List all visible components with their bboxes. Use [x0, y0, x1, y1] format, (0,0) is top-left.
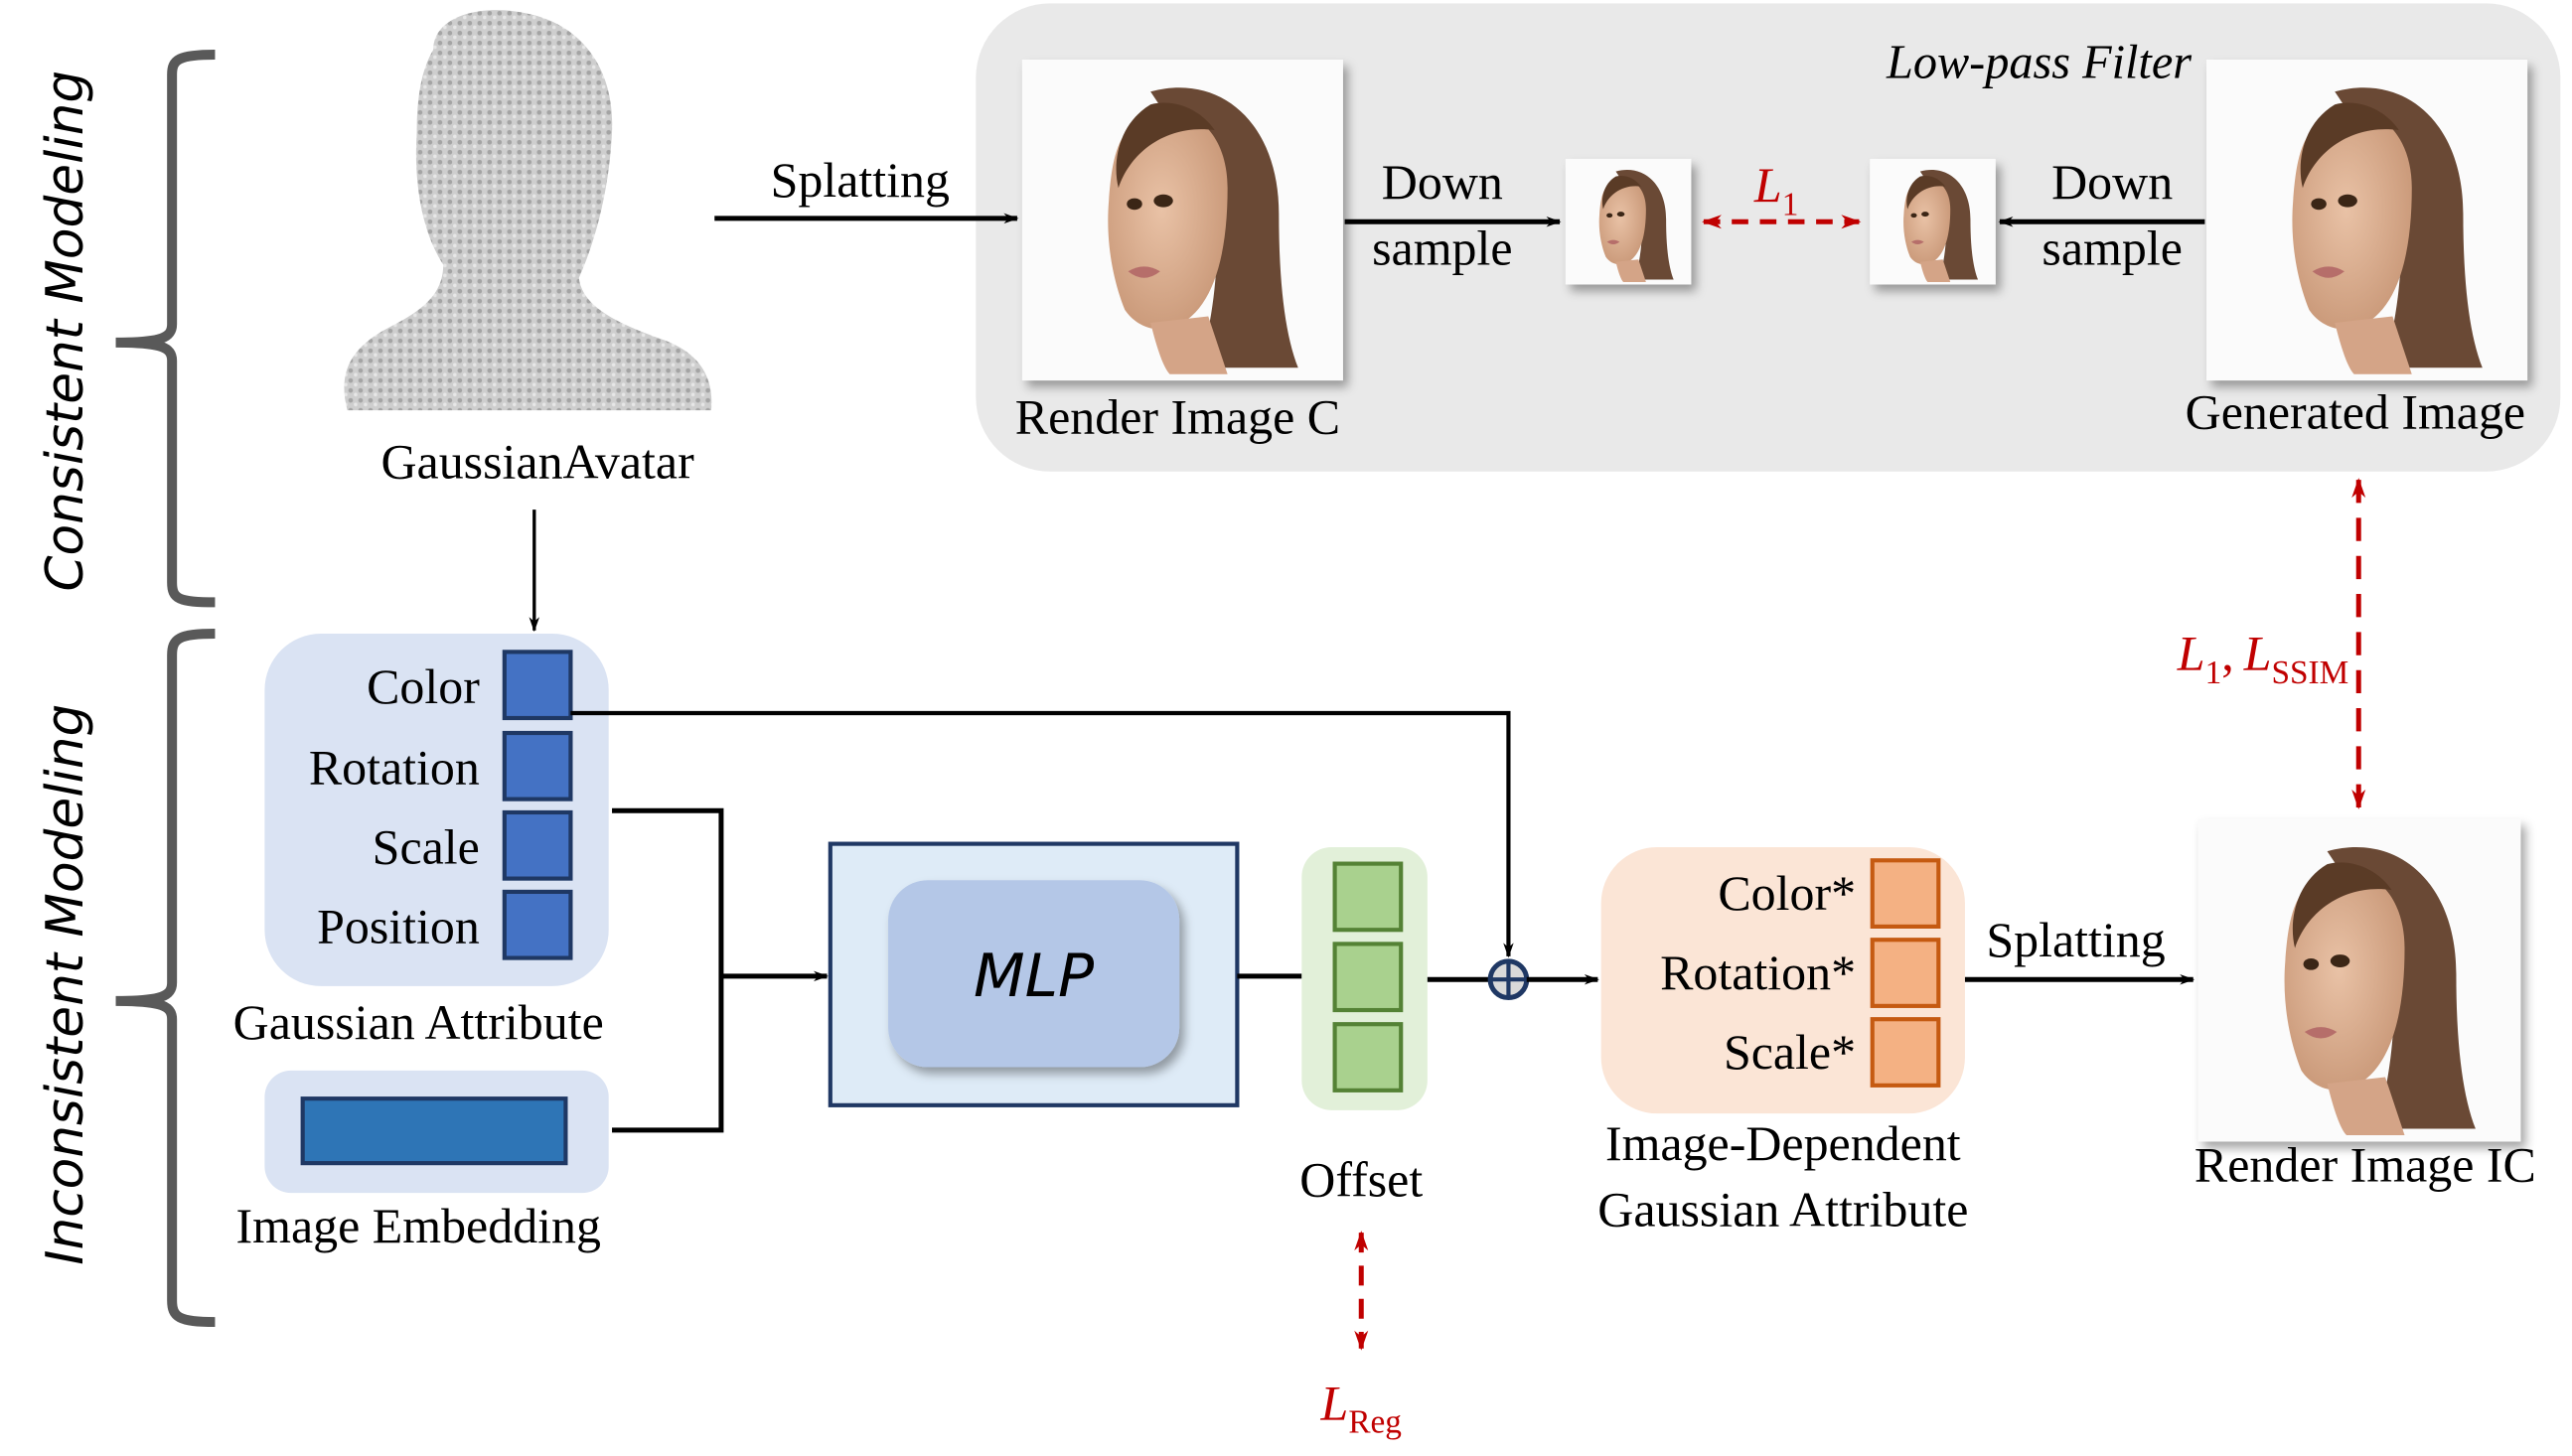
gaussian-attribute-cell: [502, 730, 573, 801]
render-image-c: [1021, 59, 1343, 381]
image-embedding-caption: Image Embedding: [235, 1198, 601, 1253]
downsampled-generated-image: [1870, 158, 1996, 285]
render-image-ic-label: Render Image IC: [2194, 1136, 2536, 1192]
generated-image: [2206, 59, 2528, 381]
sum-node-icon: [1487, 958, 1530, 1001]
gaussian-attribute-cell: [502, 650, 573, 721]
gaussian-attribute-label: Position: [317, 899, 480, 954]
low-pass-filter-title: Low-pass Filter: [1886, 36, 2192, 88]
downsample-left-line1: Down: [1382, 154, 1503, 210]
inconsistent-modeling-label: Inconsistent Modeling: [36, 704, 95, 1265]
image-dependent-label: Scale*: [1724, 1024, 1856, 1080]
splatting-top-label: Splatting: [771, 152, 950, 208]
gaussian-attribute-label: Scale: [373, 819, 480, 875]
image-dependent-caption-line1: Image-Dependent: [1605, 1115, 1961, 1171]
image-dependent-caption-line2: Gaussian Attribute: [1597, 1181, 1968, 1237]
inconsistent-bracket: [115, 629, 216, 1328]
l1-loss-label: L1: [1753, 157, 1798, 222]
connector-color-skip: [570, 710, 1514, 958]
consistent-modeling-label: Consistent Modeling: [36, 71, 95, 592]
connector-attributes-merge: [612, 807, 724, 1133]
downsample-right-line2: sample: [2042, 220, 2182, 276]
low-pass-filter-panel: [976, 3, 2561, 472]
gaussian-attribute-cell: [502, 809, 573, 881]
render-image-c-label: Render Image C: [1015, 388, 1340, 444]
gaussian-avatar-pointcloud: [344, 10, 712, 411]
downsample-right-line1: Down: [2051, 154, 2173, 210]
gaussian-attribute-cell: [502, 889, 573, 960]
splatting-bottom-label: Splatting: [1986, 912, 2165, 967]
gaussian-attribute-caption: Gaussian Attribute: [233, 994, 604, 1050]
image-dependent-label: Rotation*: [1660, 945, 1856, 1000]
image-embedding-vector: [300, 1096, 568, 1166]
render-image-ic: [2197, 818, 2521, 1142]
offset-cell: [1332, 1022, 1404, 1092]
offset-cell: [1332, 942, 1404, 1013]
offset-caption: Offset: [1299, 1151, 1423, 1207]
gaussian-avatar-label: GaussianAvatar: [380, 433, 694, 489]
mlp-label: MLP: [974, 942, 1095, 1011]
reg-loss-label: LReg: [1320, 1375, 1403, 1440]
generated-image-label: Generated Image: [2186, 383, 2525, 439]
gaussian-attribute-label: Color: [367, 658, 480, 714]
downsampled-render-image: [1565, 158, 1692, 285]
mlp-block: [888, 880, 1180, 1068]
consistent-bracket: [115, 49, 216, 608]
image-dependent-cell: [1870, 938, 1941, 1008]
image-dependent-cell: [1870, 858, 1941, 929]
image-dependent-label: Color*: [1718, 865, 1856, 921]
offset-cell: [1332, 861, 1404, 933]
gaussian-attribute-label: Rotation: [309, 740, 480, 796]
downsample-left-line2: sample: [1372, 220, 1512, 276]
image-dependent-cell: [1870, 1017, 1941, 1088]
photometric-loss-label: L1,LSSIM: [2177, 626, 2348, 691]
